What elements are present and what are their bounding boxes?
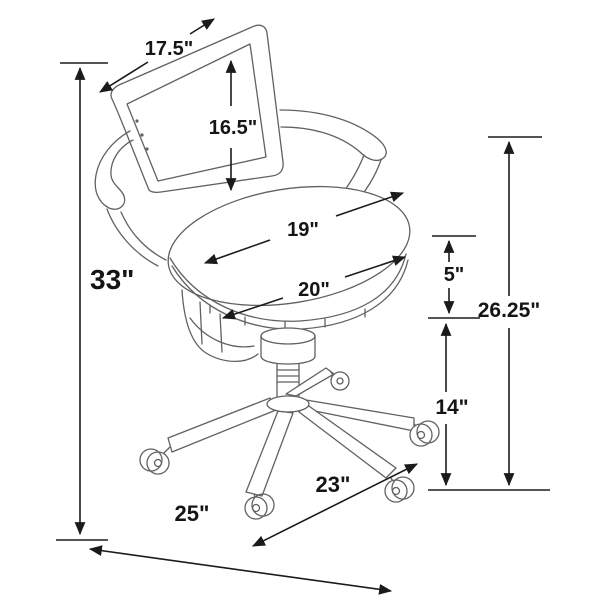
- caster-hub: [336, 377, 344, 385]
- dim-label-back-height: 16.5": [209, 117, 257, 139]
- caster-wheel: [330, 371, 350, 391]
- dim-seat-to-floor: 26.25": [428, 136, 550, 491]
- dim-label-seat-width: 19": [287, 219, 319, 241]
- caster-right: [409, 420, 440, 447]
- dim-label-base-height: 14": [435, 396, 468, 419]
- seat-frame-slats: [199, 301, 223, 353]
- dim-seat-depth: 20": [221, 255, 407, 320]
- dim-label-overall-depth: 25": [175, 501, 210, 526]
- seat-frame-skirt: [181, 289, 259, 363]
- chair-backrest: [110, 24, 284, 194]
- armrest-left-scroll: [94, 130, 134, 210]
- column-collar-sides: [260, 335, 316, 357]
- caster-front-right: [384, 476, 415, 503]
- chair-seat: [167, 185, 411, 331]
- dim-line: [221, 297, 284, 320]
- backrest-panel-seam: [126, 43, 267, 182]
- caster-hub: [153, 458, 163, 468]
- dim-label-base-width: 23": [316, 472, 351, 497]
- dim-line: [99, 61, 149, 93]
- column-threads: [276, 369, 300, 383]
- column-collar-bottom: [260, 355, 316, 365]
- column-collar-top: [260, 327, 316, 345]
- caster-hub: [416, 430, 426, 440]
- dim-seat-width: 19": [203, 191, 405, 265]
- base-leg-front-left: [245, 410, 294, 497]
- dim-line: [335, 191, 405, 217]
- dim-back-height: 16.5": [209, 59, 257, 192]
- backrest-tack: [145, 147, 149, 151]
- backrest-outline: [110, 24, 284, 194]
- dim-line: [203, 239, 271, 265]
- dim-base-width: 23": [252, 463, 418, 547]
- dim-line: [88, 545, 393, 595]
- caster-left: [139, 446, 171, 475]
- dim-label-back-top-width: 17.5": [145, 38, 193, 60]
- caster-wheel-outer: [139, 448, 163, 472]
- dim-line: [189, 18, 215, 35]
- dim-overall-height: 33": [56, 62, 134, 541]
- dim-label-overall-height: 33": [90, 264, 134, 295]
- caster-back: [329, 370, 350, 391]
- dim-overall-depth: 25": [88, 501, 393, 595]
- seat-frame-trim: [189, 317, 255, 348]
- caster-wheel-outer: [416, 420, 440, 444]
- dim-back-top-width: 17.5": [99, 18, 215, 93]
- armrest-right-top: [279, 109, 387, 162]
- dim-line: [344, 255, 407, 278]
- backrest-tack: [135, 119, 139, 123]
- dim-label-seat-depth: 20": [298, 279, 330, 301]
- base-leg-left: [167, 397, 277, 453]
- caster-front: [244, 493, 275, 520]
- chair-column: [260, 327, 316, 400]
- base-hub: [266, 395, 310, 413]
- dim-base-height: 14": [435, 322, 469, 487]
- dim-seat-edge-height: 5": [428, 235, 480, 319]
- base-leg-back: [285, 367, 335, 397]
- dim-line: [252, 463, 418, 547]
- dim-label-seat-to-floor: 26.25": [478, 299, 541, 322]
- chair-seat-frame: [181, 289, 259, 363]
- seat-cushion-top: [167, 185, 411, 307]
- backrest-tack: [140, 133, 144, 137]
- chair-armrest-left: [94, 130, 167, 267]
- armrest-left-support: [120, 211, 167, 261]
- chair-drawing: [94, 24, 440, 520]
- chair-base: [139, 367, 440, 520]
- seat-cushion-piping: [209, 304, 366, 331]
- dim-label-seat-edge-height: 5": [444, 264, 465, 286]
- seat-cushion-edge: [169, 253, 407, 322]
- armrest-left-support: [106, 208, 159, 267]
